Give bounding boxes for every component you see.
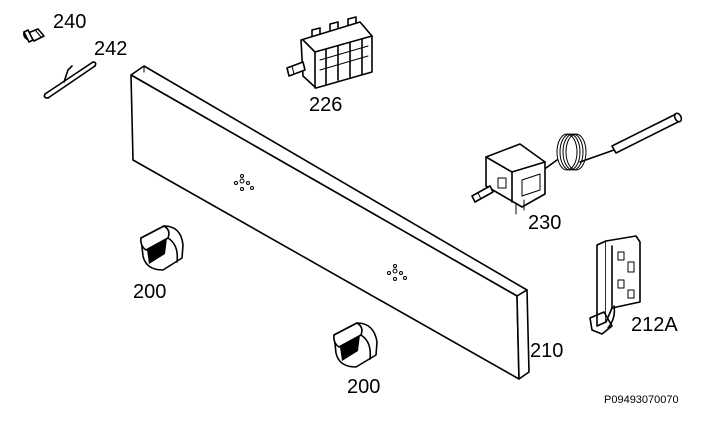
part-200-knob-bottom <box>333 322 378 368</box>
label-242: 242 <box>94 38 127 60</box>
part-226-switch <box>286 16 373 89</box>
part-242-wire <box>43 61 97 99</box>
label-212a: 212A <box>631 314 678 336</box>
label-210: 210 <box>530 340 563 362</box>
label-200-bottom: 200 <box>347 376 380 398</box>
part-210-control-panel <box>130 65 530 380</box>
label-230: 230 <box>528 212 561 234</box>
part-212a-bracket <box>589 235 641 335</box>
drawing-code: P09493070070 <box>604 394 679 406</box>
panel-hole-left <box>234 174 254 191</box>
part-230-thermostat <box>471 112 683 215</box>
panel-hole-right <box>387 264 407 281</box>
label-226: 226 <box>309 94 342 116</box>
part-200-knob-left <box>140 225 184 271</box>
label-200-left: 200 <box>133 281 166 303</box>
label-240: 240 <box>53 11 86 33</box>
part-240-screw <box>23 28 45 43</box>
